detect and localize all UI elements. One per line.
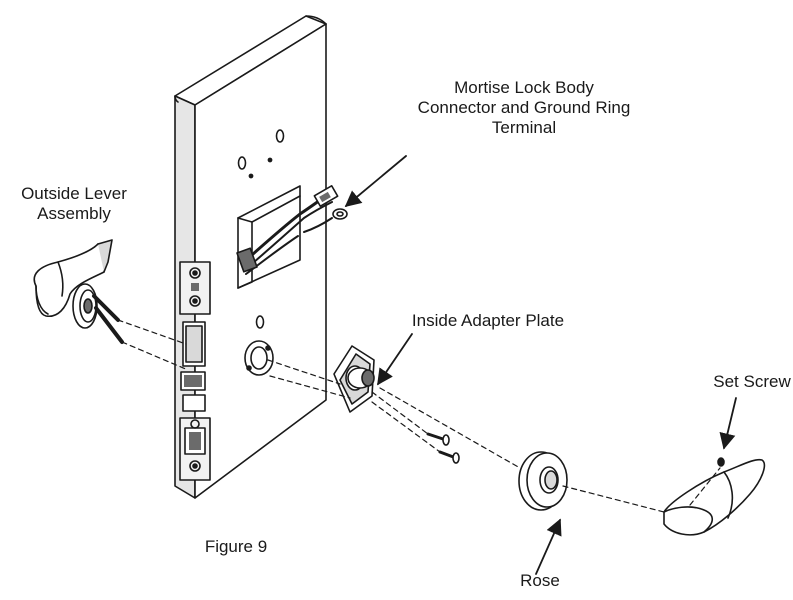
label-outside-lever-line-2: Assembly xyxy=(37,204,111,223)
mortise-lock-body xyxy=(174,15,327,499)
label-mortise-lock-body: Mortise Lock Body Connector and Ground R… xyxy=(404,78,644,138)
alignment-lines xyxy=(117,319,721,513)
inside-lever xyxy=(663,457,766,536)
label-mortise-line-2: Connector and Ground Ring xyxy=(417,98,631,117)
label-inside-adapter-plate: Inside Adapter Plate xyxy=(411,311,565,330)
label-mortise-line-3: Terminal xyxy=(491,118,557,137)
label-mortise-line-1: Mortise Lock Body xyxy=(454,78,594,97)
outside-lever xyxy=(33,239,124,344)
callout-arrows xyxy=(344,155,737,575)
figure-caption: Figure 9 xyxy=(204,537,268,556)
label-outside-lever-assembly: Outside Lever Assembly xyxy=(8,184,140,224)
mounting-screws xyxy=(426,432,460,464)
rose xyxy=(518,451,568,511)
label-outside-lever-line-1: Outside Lever xyxy=(21,184,127,203)
inside-adapter-plate xyxy=(333,345,375,413)
wire-harness xyxy=(236,185,348,275)
label-set-screw: Set Screw xyxy=(713,372,791,391)
label-rose: Rose xyxy=(520,571,560,590)
